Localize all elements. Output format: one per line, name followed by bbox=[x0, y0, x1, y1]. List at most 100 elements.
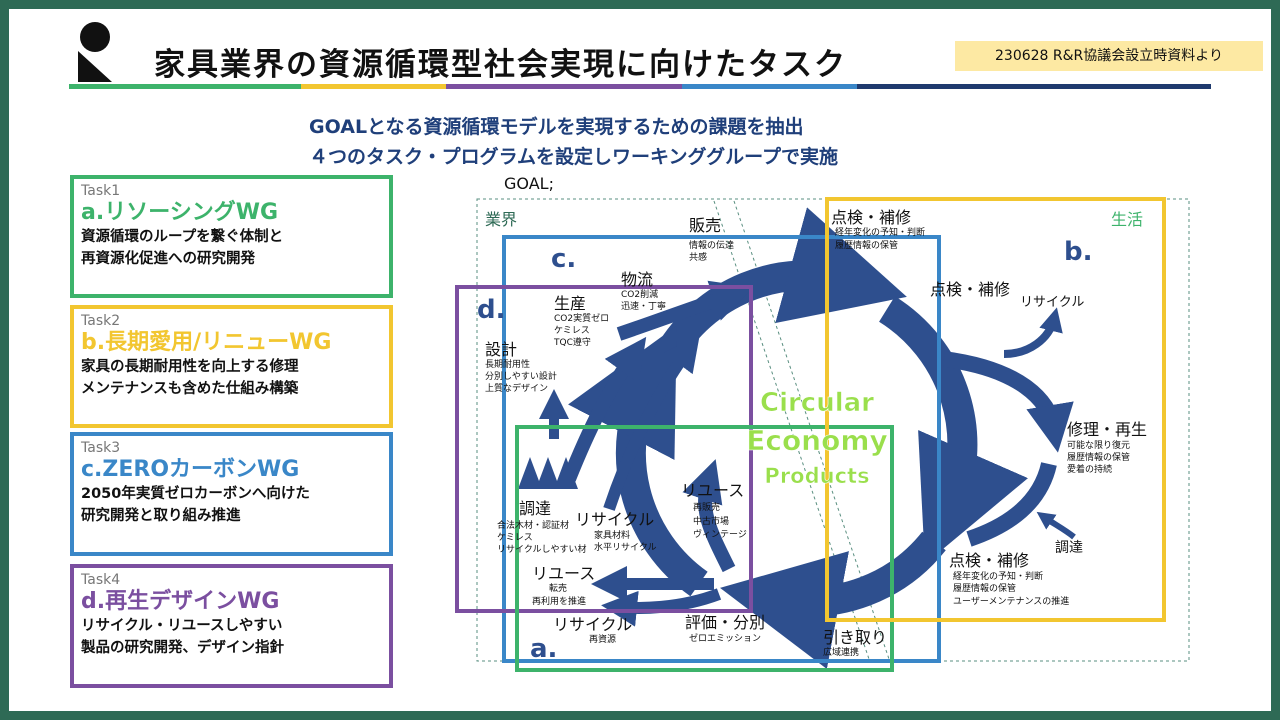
circular-economy-diagram: GOAL; 業界 生活 c. d. b. a. Circular Economy… bbox=[455, 174, 1190, 672]
goal-line-2: ４つのタスク・プログラムを設定しワーキンググループで実施 bbox=[309, 146, 838, 168]
task-number: Task3 bbox=[81, 440, 121, 456]
center-line-2: Economy bbox=[746, 424, 888, 457]
logo-icon bbox=[78, 22, 112, 82]
node-recycle-right: リサイクル bbox=[1020, 295, 1084, 310]
node-sub: CO2削減 bbox=[621, 288, 658, 300]
task-desc-1: 家具の長期耐用性を向上する修理 bbox=[81, 359, 299, 375]
node-title: リユース bbox=[532, 564, 595, 583]
header-rule-purple bbox=[446, 84, 682, 89]
task-number: Task2 bbox=[81, 313, 121, 329]
cycle-arrows bbox=[539, 207, 1076, 670]
procure-right-arrow bbox=[1036, 511, 1076, 540]
node-sub: ゼロエミッション bbox=[689, 632, 761, 644]
node-inspect-top: 点検・補修 経年変化の予知・判断 履歴情報の保管 bbox=[831, 208, 925, 251]
node-title: 販売 bbox=[689, 216, 721, 235]
node-sub: 履歴情報の保管 bbox=[835, 239, 898, 251]
node-title: 物流 bbox=[621, 270, 653, 289]
industry-label: 業界 bbox=[485, 210, 517, 229]
header-rule-blue bbox=[682, 84, 857, 89]
node-sub: ケミレス bbox=[554, 325, 590, 336]
node-inspect-bottom: 点検・補修 経年変化の予知・判断 履歴情報の保管 ユーザーメンテナンスの推進 bbox=[949, 551, 1069, 607]
node-sub: 愛着の持続 bbox=[1067, 463, 1112, 475]
node-procurement: 調達 合法木材・認証材 ケミレス リサイクルしやすい材 bbox=[497, 499, 586, 555]
task-name: b.長期愛用/リニューWG bbox=[81, 330, 332, 355]
cycle-arrow-left bbox=[568, 325, 708, 597]
node-title: リサイクル bbox=[1020, 295, 1084, 310]
cycle-arrow-right bbox=[878, 296, 1029, 564]
repair-arrow bbox=[942, 351, 1074, 453]
node-evaluation: 評価・分別 ゼロエミッション bbox=[685, 613, 765, 644]
life-label: 生活 bbox=[1111, 210, 1143, 229]
node-sub: 共感 bbox=[689, 251, 707, 263]
task-name: a.リソーシングWG bbox=[81, 200, 279, 225]
source-note: 230628 R&R協議会設立時資料より bbox=[955, 41, 1263, 71]
header-rule-green bbox=[69, 84, 301, 89]
production-to-logistics-arrow bbox=[616, 280, 754, 341]
task-box-2: Task2 b.長期愛用/リニューWG 家具の長期耐用性を向上する修理 メンテナ… bbox=[70, 305, 393, 428]
node-title: 修理・再生 bbox=[1067, 420, 1147, 439]
goal-line-1: GOALとなる資源循環モデルを実現するための課題を抽出 bbox=[309, 116, 804, 138]
task-box-4: Task4 d.再生デザインWG リサイクル・リユースしやすい 製品の研究開発、… bbox=[70, 564, 393, 688]
wg-a-outline bbox=[515, 425, 894, 672]
wg-c-outline bbox=[502, 235, 941, 663]
wg-d-letter: d. bbox=[477, 295, 506, 325]
node-sub: 迅速・丁寧 bbox=[621, 300, 666, 312]
task-desc-1: リサイクル・リユースしやすい bbox=[81, 618, 283, 634]
node-title: 引き取り bbox=[823, 628, 887, 647]
node-production: 生産 CO2実質ゼロ ケミレス TQC遵守 bbox=[553, 294, 609, 348]
node-sub: 転売 bbox=[549, 582, 567, 594]
node-procurement-right: 調達 bbox=[1055, 540, 1083, 556]
node-title: 生産 bbox=[554, 294, 586, 313]
node-sub: ヴィンテージ bbox=[693, 528, 747, 540]
node-inspect-mid: 点検・補修 bbox=[930, 280, 1010, 299]
wg-b-outline bbox=[825, 197, 1166, 622]
wg-d-outline bbox=[455, 285, 753, 613]
node-sub: 分別しやすい設計 bbox=[485, 370, 557, 382]
node-title: 点検・補修 bbox=[949, 551, 1029, 570]
center-line-1: Circular bbox=[760, 388, 874, 418]
node-title: 調達 bbox=[1055, 540, 1083, 556]
node-logistics: 物流 CO2削減 迅速・丁寧 bbox=[621, 270, 666, 312]
node-sub: 再販売 bbox=[693, 501, 720, 513]
node-sub: CO2実質ゼロ bbox=[554, 312, 609, 324]
task-desc-2: 製品の研究開発、デザイン指針 bbox=[81, 640, 284, 656]
node-sub: 上質なデザイン bbox=[485, 382, 548, 394]
node-sub: 経年変化の予知・判断 bbox=[835, 226, 925, 238]
page-title: 家具業界の資源循環型社会実現に向けたタスク bbox=[154, 47, 847, 83]
task-desc-2: 研究開発と取り組み推進 bbox=[81, 508, 241, 524]
forest-icon bbox=[518, 457, 578, 489]
node-sub: ケミレス bbox=[497, 532, 533, 543]
node-sub: 可能な限り復元 bbox=[1067, 439, 1130, 451]
node-repair: 修理・再生 可能な限り復元 履歴情報の保管 愛着の持続 bbox=[1067, 420, 1147, 475]
recycle-mid-arrow bbox=[603, 334, 700, 511]
node-sub: 情報の伝達 bbox=[689, 239, 734, 251]
center-line-3: Products bbox=[764, 464, 869, 488]
header-rule-yellow bbox=[301, 84, 446, 89]
node-sales: 販売 情報の伝達 共感 bbox=[689, 216, 734, 263]
task-number: Task1 bbox=[81, 183, 121, 199]
node-sub: 再資源 bbox=[589, 633, 616, 645]
node-reuse-low: リユース 転売 再利用を推進 bbox=[532, 564, 595, 607]
task-desc-1: 2050年実質ゼロカーボンへ向けた bbox=[81, 486, 310, 502]
node-title: リユース bbox=[681, 481, 744, 500]
wg-b-letter: b. bbox=[1064, 237, 1093, 267]
cycle-arrow-bottom bbox=[720, 531, 946, 670]
procure-to-production-arrow bbox=[562, 336, 647, 482]
node-title: リサイクル bbox=[575, 510, 654, 529]
node-sub: ユーザーメンテナンスの推進 bbox=[953, 595, 1069, 607]
node-sub: 長期耐用性 bbox=[485, 358, 530, 370]
task-name: d.再生デザインWG bbox=[81, 589, 280, 614]
header-rule-navy bbox=[857, 84, 1211, 89]
node-title: 点検・補修 bbox=[831, 208, 911, 227]
node-sub: 経年変化の予知・判断 bbox=[953, 570, 1043, 582]
task-name: c.ZEROカーボンWG bbox=[81, 457, 300, 482]
node-sub: 履歴情報の保管 bbox=[1067, 451, 1130, 463]
node-title: 評価・分別 bbox=[685, 613, 765, 632]
node-sub: 家具材料 bbox=[594, 529, 630, 541]
recycle-low-arrow bbox=[601, 588, 722, 627]
circular-economy-label: Circular Economy Products bbox=[746, 388, 888, 489]
node-recycle-mid: リサイクル 家具材料 水平リサイクル bbox=[575, 510, 657, 553]
node-sub: 合法木材・認証材 bbox=[497, 519, 569, 531]
task-box-1: Task1 a.リソーシングWG 資源循環のループを繋ぐ体制と 再資源化促進への… bbox=[70, 175, 393, 298]
node-reuse-mid: リユース 再販売 中古市場 ヴィンテージ bbox=[681, 481, 747, 540]
